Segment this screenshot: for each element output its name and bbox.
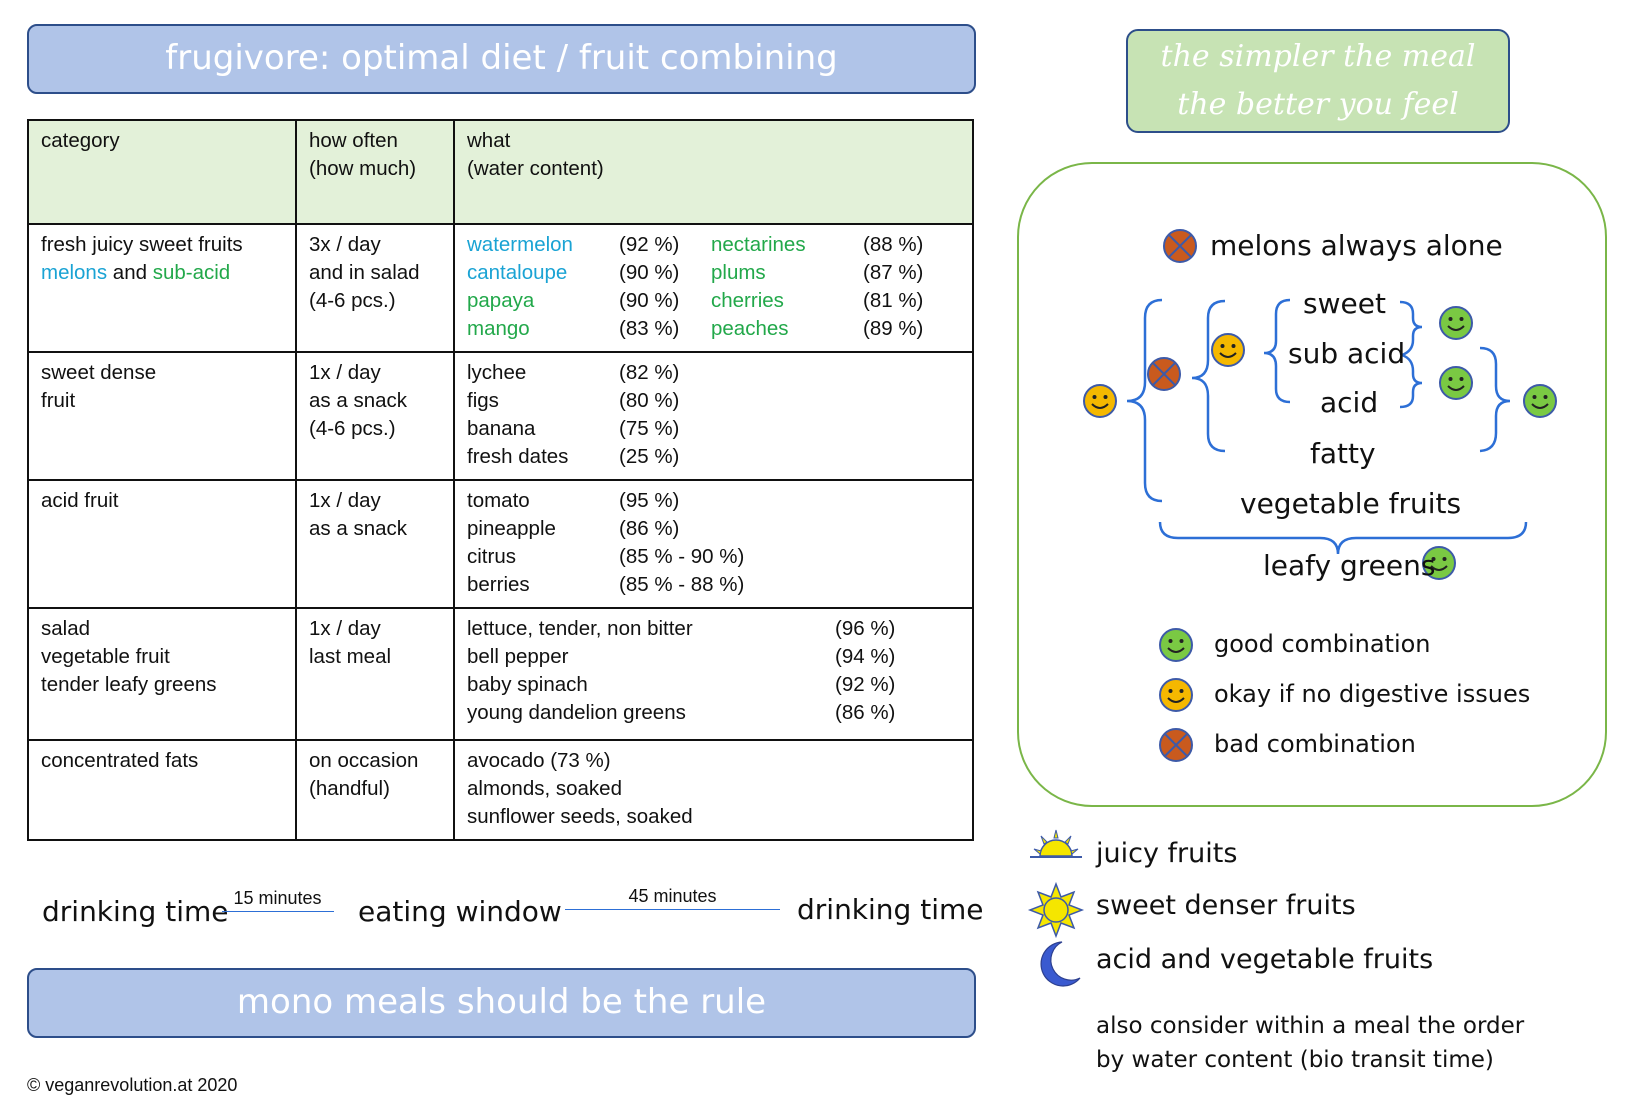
fatty-label: fatty: [1310, 437, 1376, 470]
good-face-icon: [1439, 306, 1473, 340]
vegetable-fruits-label: vegetable fruits: [1240, 487, 1462, 520]
melons-label: melons: [41, 261, 108, 284]
table-row: acid fruit 1x / day as a snack tomato(95…: [27, 479, 974, 609]
gap-15-minutes: 15 minutes: [233, 888, 322, 908]
legend-bad-label: bad combination: [1214, 730, 1416, 758]
drinking-time-right: drinking time: [797, 893, 984, 926]
table-header-row: category how often (how much) what (wate…: [27, 119, 974, 225]
table-row: salad vegetable fruit tender leafy green…: [27, 607, 974, 741]
bad-combination-icon: [1147, 357, 1181, 391]
sun-icon: [1027, 881, 1085, 939]
good-face-icon: [1439, 366, 1473, 400]
subacid-group-label: sub acid: [1288, 337, 1406, 370]
legend-okay-label: okay if no digestive issues: [1214, 680, 1531, 708]
leafy-greens-label: leafy greens: [1263, 549, 1436, 582]
okay-face-icon: [1083, 384, 1117, 418]
bad-combination-icon: [1163, 229, 1197, 263]
gap-line-2: [565, 909, 780, 910]
moon-icon: [1040, 941, 1081, 987]
what-cell: lettuce, tender, non bitter(96 %) bell p…: [453, 607, 974, 741]
acid-label: acid: [1320, 386, 1379, 419]
gap-45-minutes: 45 minutes: [628, 886, 717, 906]
category-cell: salad vegetable fruit tender leafy green…: [27, 607, 297, 741]
header-category: category: [27, 119, 297, 225]
good-face-icon: [1523, 384, 1557, 418]
gap-line-1: [222, 911, 334, 912]
mono-meals-banner: mono meals should be the rule: [27, 968, 976, 1038]
header-what: what (water content): [453, 119, 974, 225]
okay-face-icon: [1159, 678, 1193, 712]
water-order-note: also consider within a meal the order by…: [1096, 1013, 1525, 1073]
sweet-label: sweet: [1303, 287, 1386, 320]
how-often-cell: 3x / day and in salad (4-6 pcs.): [295, 223, 455, 353]
how-often-cell: 1x / day last meal: [295, 607, 455, 741]
header-how-often: how often (how much): [295, 119, 455, 225]
combining-braces: [1126, 298, 1528, 555]
category-cell: sweet dense fruit: [27, 351, 297, 481]
category-cell: acid fruit: [27, 479, 297, 609]
how-often-cell: 1x / day as a snack: [295, 479, 455, 609]
table-row: sweet dense fruit 1x / day as a snack (4…: [27, 351, 974, 481]
table-row: concentrated fats on occasion (handful) …: [27, 739, 974, 841]
table-row: fresh juicy sweet fruits melons and sub-…: [27, 223, 974, 353]
legend-good-label: good combination: [1214, 630, 1431, 658]
motto-line-1: the simpler the meal: [1160, 39, 1476, 74]
good-face-icon: [1159, 628, 1193, 662]
page-title: frugivore: optimal diet / fruit combinin…: [27, 24, 976, 94]
motto-line-2: the better you feel: [1177, 87, 1459, 122]
drinking-time-left: drinking time: [42, 895, 229, 928]
eating-window: eating window: [358, 895, 562, 928]
how-often-cell: 1x / day as a snack (4-6 pcs.): [295, 351, 455, 481]
sunrise-icon: [1030, 829, 1082, 858]
what-cell: watermelon(92 %) nectarines(88 %) cantal…: [453, 223, 974, 353]
what-cell: avocado (73 %) almonds, soaked sunflower…: [453, 739, 974, 841]
sweet-denser-fruits-label: sweet denser fruits: [1096, 890, 1356, 921]
how-often-cell: on occasion (handful): [295, 739, 455, 841]
juicy-fruits-label: juicy fruits: [1096, 838, 1238, 869]
okay-face-icon: [1211, 333, 1245, 367]
diet-table: category how often (how much) what (wate…: [27, 119, 974, 841]
juicy-fruit-grid: watermelon(92 %) nectarines(88 %) cantal…: [467, 233, 924, 340]
category-cell: fresh juicy sweet fruits melons and sub-…: [27, 223, 297, 353]
melons-alone-text: melons always alone: [1210, 229, 1503, 262]
what-cell: lychee(82 %) figs(80 %) banana(75 %) fre…: [453, 351, 974, 481]
category-cell: concentrated fats: [27, 739, 297, 841]
what-cell: tomato(95 %) pineapple(86 %) citrus(85 %…: [453, 479, 974, 609]
motto-box: the simpler the meal the better you feel: [1126, 29, 1510, 133]
food-combining-box: [1017, 162, 1607, 807]
bad-combination-icon: [1159, 728, 1193, 762]
acid-vegetable-fruits-label: acid and vegetable fruits: [1096, 944, 1434, 975]
copyright-footer: © veganrevolution.at 2020: [27, 1075, 238, 1095]
subacid-label: sub-acid: [152, 261, 231, 284]
